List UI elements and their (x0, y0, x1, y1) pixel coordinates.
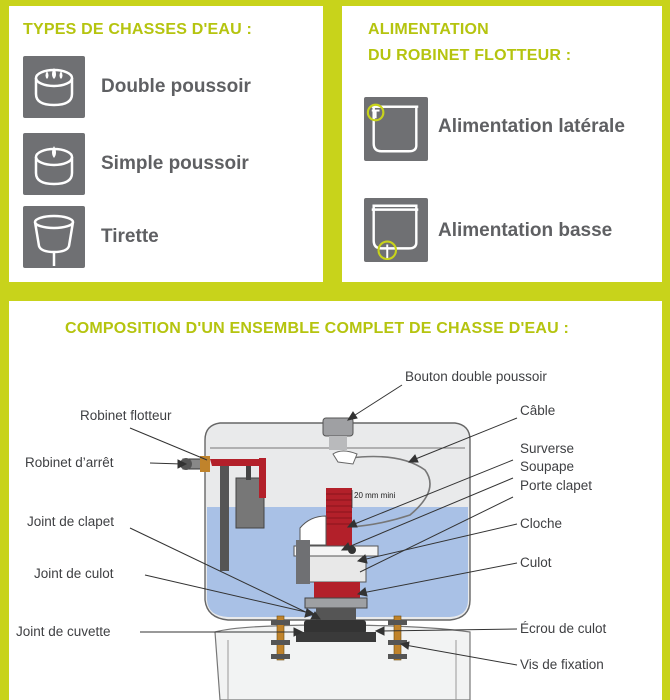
flush-types-title: TYPES DE CHASSES D'EAU : (23, 21, 253, 38)
single-flush-icon (23, 133, 85, 195)
bottom-inlet-icon (364, 198, 428, 262)
float-valve-title-line1: ALIMENTATION (368, 21, 489, 38)
composition-title: COMPOSITION D'UN ENSEMBLE COMPLET DE CHA… (65, 320, 570, 337)
label-porte-clapet: Porte clapet (520, 478, 593, 493)
label-ecrou-de-culot: Écrou de culot (520, 621, 607, 636)
side-inlet-label: Alimentation latérale (438, 116, 625, 137)
dual-flush-icon (23, 56, 85, 118)
flush-type-single-label: Simple poussoir (101, 153, 249, 174)
label-joint-de-clapet: Joint de clapet (27, 514, 115, 529)
label-robinet-flotteur: Robinet flotteur (80, 408, 172, 423)
label-vis-de-fixation: Vis de fixation (520, 657, 604, 672)
float-valve-title-line2: DU ROBINET FLOTTEUR : (368, 47, 572, 64)
label-joint-de-cuvette: Joint de cuvette (16, 624, 111, 639)
flush-types-panel: TYPES DE CHASSES D'EAU : Double poussoir… (9, 6, 323, 282)
side-inlet-icon (364, 97, 428, 161)
label-soupape: Soupape (520, 459, 575, 474)
label-surverse: Surverse (520, 441, 575, 456)
bottom-inlet-label: Alimentation basse (438, 220, 613, 241)
flush-type-pull-label: Tirette (101, 226, 159, 247)
label-joint-de-culot: Joint de culot (34, 566, 114, 581)
label-cable: Câble (520, 403, 556, 418)
pull-chain-icon (23, 206, 85, 268)
label-bouton-double-poussoir: Bouton double poussoir (405, 369, 547, 384)
overflow-min-note: 20 mm mini (354, 491, 396, 500)
label-culot: Culot (520, 555, 552, 570)
float-valve-panel: ALIMENTATION DU ROBINET FLOTTEUR : Alime… (342, 6, 662, 282)
label-robinet-arret: Robinet d’arrêt (25, 455, 114, 470)
label-cloche: Cloche (520, 516, 563, 531)
flush-type-dual-label: Double poussoir (101, 76, 251, 97)
